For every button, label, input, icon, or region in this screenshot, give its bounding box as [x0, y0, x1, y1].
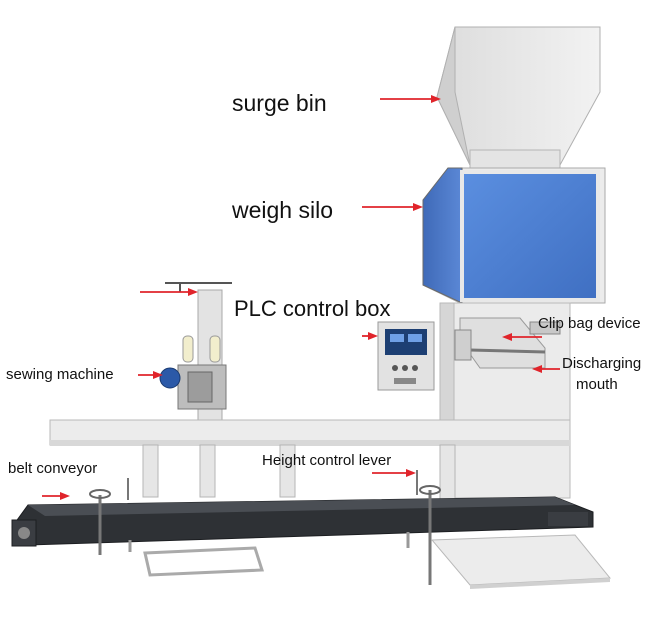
label-discharging-mouth-line1: Discharging: [562, 355, 642, 372]
surge-bin-hopper: [436, 26, 601, 169]
plc-control-box: [377, 321, 435, 391]
weigh-silo-box: [422, 167, 606, 304]
pointer-arrows: [42, 95, 560, 500]
height-control-levers: [89, 470, 441, 585]
belt-conveyor-body: [11, 496, 594, 577]
label-surge-bin: surge bin: [232, 90, 327, 116]
cross-beam: [49, 419, 571, 446]
label-sewing-machine: sewing machine: [6, 366, 114, 383]
sewing-machine: [159, 282, 232, 421]
floor-plate: [430, 534, 612, 589]
label-height-control-lever: Height control lever: [262, 452, 392, 469]
label-clip-bag-device: Clip bag device: [538, 315, 641, 332]
label-belt-conveyor: belt conveyor: [8, 460, 98, 477]
label-weigh-silo: weigh silo: [232, 197, 333, 223]
label-discharging-mouth-line2: mouth: [576, 376, 618, 393]
label-plc-control-box: PLC control box: [234, 296, 391, 321]
frame-legs: [142, 444, 456, 501]
main-frame-column: [439, 302, 571, 499]
